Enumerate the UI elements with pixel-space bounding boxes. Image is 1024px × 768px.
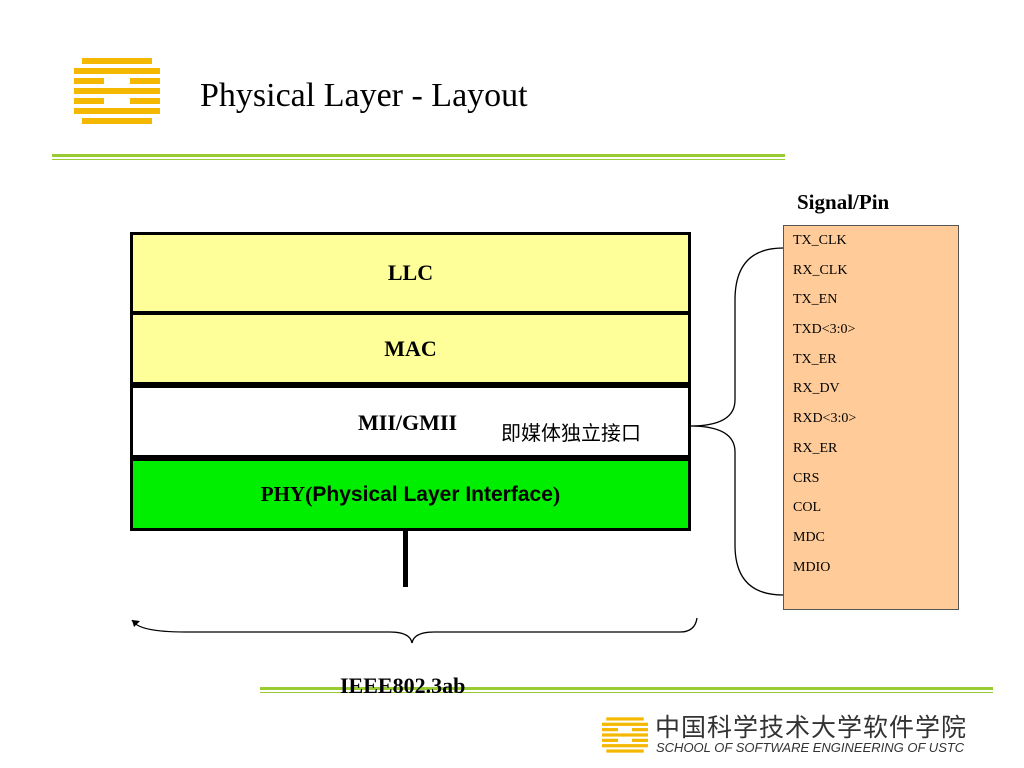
ieee-standard-label: IEEE802.3ab [340,673,466,698]
school-name-chinese: 中国科学技术大学软件学院 [655,713,968,742]
signal-item: CRS [793,470,820,486]
phy-open-paren: ( [305,481,313,507]
mac-label: MAC [384,335,437,361]
signal-item: MDC [793,529,825,545]
mac-layer: MAC [130,312,691,385]
signal-item: MDIO [793,559,831,575]
llc-layer: LLC [130,232,691,314]
phy-layer: PHY (Physical Layer Interface ) [130,458,691,531]
ustc-logo-small-icon [602,717,648,753]
phy-connector-line [403,531,408,587]
header-divider [52,154,785,157]
signal-item: TX_ER [793,351,837,367]
ieee-brace-arrow [132,620,140,627]
school-name-english: SCHOOL OF SOFTWARE ENGINEERING OF USTC [656,740,965,755]
signal-brace [689,247,784,596]
footer-divider-thin [260,692,993,693]
mii-gmii-label: MII/GMII [358,410,457,435]
signal-item: TX_CLK [793,233,847,248]
signal-list: TX_CLK RX_CLK TX_EN TXD<3:0> TX_ER RX_DV… [793,231,856,587]
signal-item: RX_DV [793,381,840,397]
footer-divider [260,687,993,690]
llc-label: LLC [387,260,434,285]
mii-gmii-layer: MII/GMII 即媒体独立接口 [130,385,691,458]
signal-item: COL [793,500,821,516]
signal-item: RX_ER [793,440,838,456]
phy-label: PHY [260,482,306,506]
page-title: Physical Layer - Layout [200,77,528,114]
header-divider-thin [52,159,785,160]
phy-close-paren: ) [552,481,561,507]
signal-item: TX_EN [793,292,838,308]
mii-chinese-note: 即媒体独立接口 [501,421,641,445]
signal-item: RX_CLK [793,262,848,278]
signal-item: TXD<3:0> [793,322,856,338]
signal-item: RXD<3:0> [793,411,857,427]
ustc-logo-icon [74,58,160,124]
signal-pin-title: Signal/Pin [797,190,890,214]
ieee-brace [131,617,698,644]
phy-subtitle: Physical Layer Interface [312,482,553,506]
signal-pin-box: TX_CLK RX_CLK TX_EN TXD<3:0> TX_ER RX_DV… [783,225,959,610]
